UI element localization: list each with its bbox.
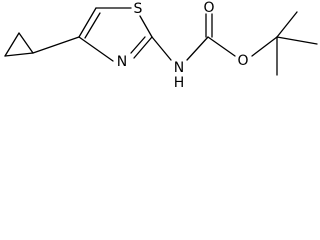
ester-oxygen-label: O [237, 53, 248, 69]
amide-nitrogen-label: N [174, 60, 184, 76]
ring-nitrogen-label: N [117, 54, 127, 70]
bond-c2-nh [151, 36, 172, 61]
bond-c4-c5 [78, 7, 97, 38]
bond-tbutyl-methyl-right [276, 36, 318, 45]
sulfur-atom-label: S [134, 1, 143, 17]
bond-tbutyl-methyl-top [276, 11, 298, 38]
bond-cyclopropyl-ring-3 [18, 32, 34, 54]
bond-ester-o-tbutyl [251, 36, 278, 57]
bond-s1-c2 [139, 15, 153, 38]
bond-c2-n3-double [130, 36, 146, 54]
chemical-structure-diagram: S N N H O O [4, 0, 318, 91]
bond-c4-c5-double [84, 12, 101, 39]
bond-cyclopropyl-ring-2 [4, 52, 34, 57]
thiazole-ring [78, 7, 153, 62]
carbonyl-oxygen-label: O [203, 0, 214, 16]
bond-cyclopropyl-to-thiazole [32, 36, 80, 54]
atom-labels: S N N H O O [117, 0, 249, 91]
bond-cyclopropyl-ring-1 [4, 32, 20, 57]
cyclopropyl-group [4, 32, 80, 57]
carbamate-group [151, 13, 278, 61]
bond-n3-c4 [78, 36, 114, 62]
bond-nh-carbonyl [186, 36, 209, 61]
bond-c2-n3 [133, 36, 153, 59]
tert-butyl-group [276, 11, 318, 76]
bond-carbonyl-ester-o [207, 36, 236, 57]
amide-hydrogen-label: H [174, 75, 185, 91]
